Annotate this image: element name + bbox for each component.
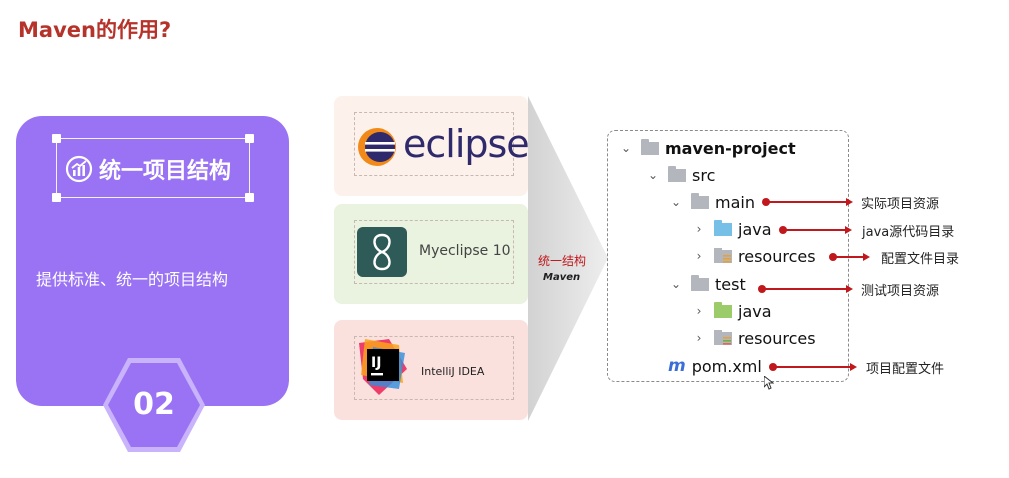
tree-label: resources	[738, 328, 816, 348]
chart-icon	[65, 155, 93, 183]
page-title: Maven的作用?	[18, 18, 172, 42]
annotation-main: 实际项目资源	[861, 197, 940, 212]
resources-folder-icon	[714, 330, 732, 345]
step-number: 02	[133, 387, 175, 422]
tree-node-test-java[interactable]: › java	[692, 300, 772, 322]
tree-node-pom[interactable]: m pom.xml	[660, 355, 762, 377]
chevron-down-icon[interactable]: ⌄	[620, 141, 632, 155]
myeclipse-logo-icon	[357, 227, 407, 277]
myeclipse-label: Myeclipse 10	[419, 243, 511, 259]
tree-label: maven-project	[665, 138, 796, 158]
intellij-label: IntelliJ IDEA	[421, 365, 485, 378]
folder-icon	[714, 219, 732, 236]
tree-label: java	[738, 301, 772, 321]
feature-card: 统一项目结构 提供标准、统一的项目结构	[16, 116, 289, 406]
annotation-arrow	[829, 253, 870, 261]
chevron-right-icon[interactable]: ›	[696, 222, 702, 236]
resources-folder-icon	[714, 248, 732, 263]
step-number-badge: 02	[101, 355, 207, 455]
funnel-shape	[528, 96, 608, 421]
tree-label: src	[692, 165, 716, 185]
maven-m-icon: m	[668, 356, 686, 376]
annotation-resources: 配置文件目录	[881, 252, 960, 267]
chevron-right-icon[interactable]: ›	[696, 331, 702, 345]
feature-title: 统一项目结构	[99, 159, 232, 184]
annotation-java: java源代码目录	[862, 225, 955, 240]
chevron-down-icon[interactable]: ⌄	[670, 277, 682, 291]
folder-icon	[714, 301, 732, 318]
annotation-test: 测试项目资源	[861, 284, 940, 299]
intellij-badge: IJ	[371, 355, 381, 371]
tree-label: test	[715, 274, 746, 294]
myeclipse-card: Myeclipse 10	[334, 204, 528, 304]
tree-label: java	[738, 219, 772, 239]
tree-label: resources	[738, 246, 816, 266]
chevron-down-icon[interactable]: ⌄	[647, 168, 659, 182]
tree-label: main	[715, 192, 755, 212]
annotation-arrow	[762, 198, 853, 206]
tree-node-main[interactable]: ⌄ main	[669, 191, 755, 213]
tree-node-test-resources[interactable]: › resources	[692, 327, 816, 349]
chevron-down-icon[interactable]: ⌄	[670, 195, 682, 209]
folder-icon	[691, 274, 709, 291]
chevron-right-icon[interactable]: ›	[696, 249, 702, 263]
folder-icon	[691, 192, 709, 209]
eclipse-logo-icon	[358, 128, 396, 166]
tree-label: pom.xml	[691, 356, 762, 376]
annotation-pom: 项目配置文件	[866, 362, 945, 377]
eclipse-label: eclipse	[403, 122, 530, 166]
feature-description: 提供标准、统一的项目结构	[36, 270, 229, 289]
chevron-right-icon[interactable]: ›	[696, 304, 702, 318]
folder-icon	[641, 138, 659, 155]
tree-node-root[interactable]: ⌄ maven-project	[619, 137, 796, 159]
tree-node-test[interactable]: ⌄ test	[669, 273, 746, 295]
annotation-arrow	[758, 285, 853, 293]
tree-node-main-resources[interactable]: › resources	[692, 245, 816, 267]
tree-node-src[interactable]: ⌄ src	[646, 164, 715, 186]
maven-brand: Maven	[543, 272, 581, 283]
folder-icon	[668, 165, 686, 182]
intellij-card: IJ IntelliJ IDEA	[334, 320, 528, 420]
annotation-arrow	[779, 226, 852, 234]
annotation-arrow	[769, 363, 857, 371]
eclipse-card: eclipse	[334, 96, 530, 196]
funnel-label: 统一结构	[538, 254, 587, 268]
intellij-logo-icon: IJ	[359, 339, 407, 395]
cursor-icon	[764, 376, 774, 390]
feature-title-box: 统一项目结构	[52, 134, 254, 202]
tree-node-main-java[interactable]: › java	[692, 218, 772, 240]
